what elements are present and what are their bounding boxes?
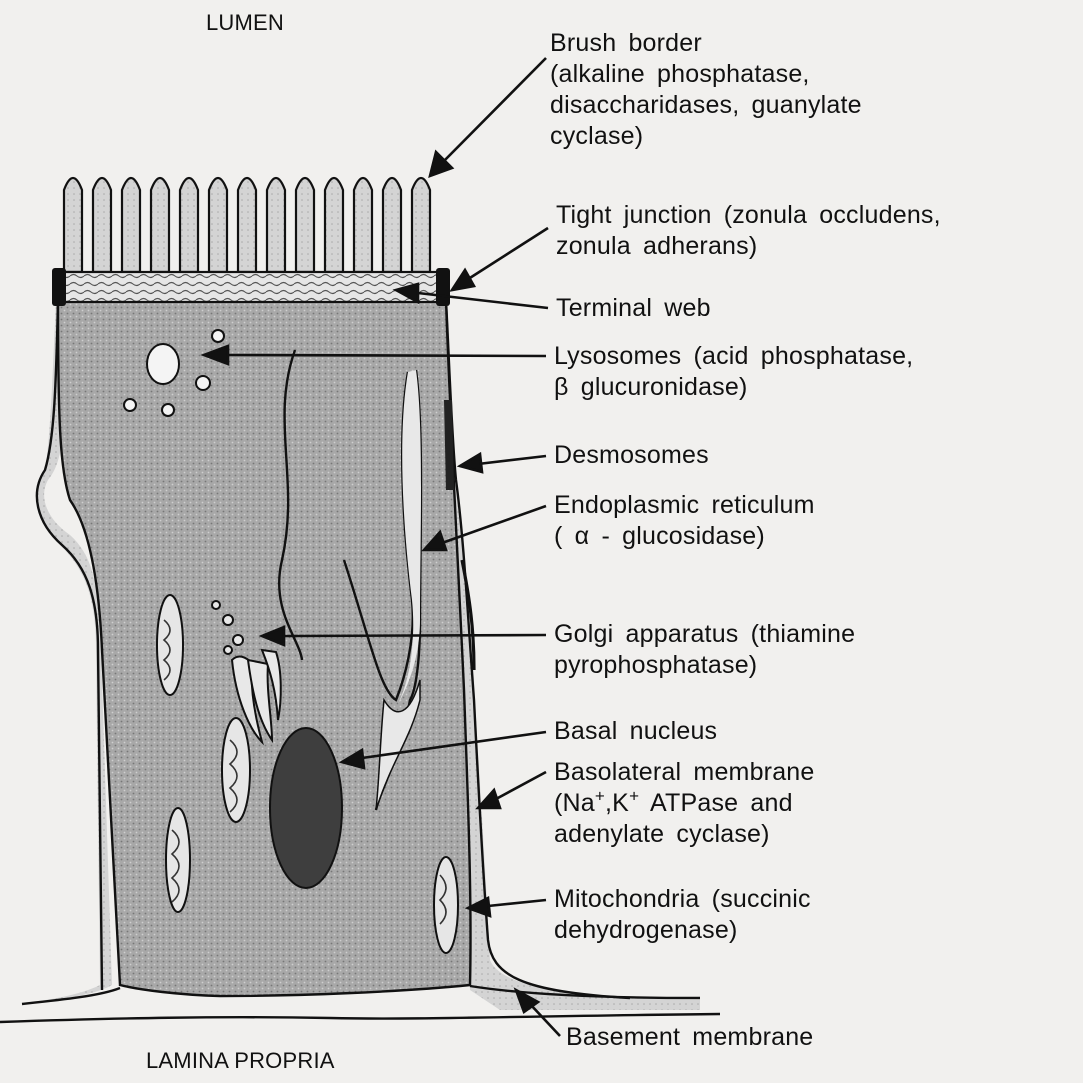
label-line: disaccharidases, guanylate (550, 90, 862, 121)
microvilli (64, 178, 430, 272)
tight-junction-right (436, 268, 450, 306)
superscript-plus: + (595, 787, 605, 806)
label-line: dehydrogenase) (554, 915, 811, 946)
label-line: Desmosomes (554, 440, 709, 471)
region-lumen: LUMEN (206, 10, 284, 36)
label-line: Lysosomes (acid phosphatase, (554, 341, 913, 372)
basal-nucleus (270, 728, 342, 888)
label-line: cyclase) (550, 121, 862, 152)
label-line: pyrophosphatase) (554, 650, 855, 681)
label-line: Basement membrane (566, 1022, 813, 1053)
label-part: ,K (605, 789, 629, 817)
label-golgi-apparatus: Golgi apparatus (thiamine pyrophosphatas… (554, 619, 855, 681)
label-basement-membrane: Basement membrane (566, 1022, 813, 1053)
label-line: Brush border (550, 28, 862, 59)
label-line: Tight junction (zonula occludens, (556, 200, 941, 231)
label-line: (Na+,K+ ATPase and (554, 788, 815, 819)
label-line: β glucuronidase) (554, 372, 913, 403)
superscript-plus: + (629, 787, 639, 806)
label-line: Basal nucleus (554, 716, 717, 747)
label-desmosomes: Desmosomes (554, 440, 709, 471)
label-line: Golgi apparatus (thiamine (554, 619, 855, 650)
label-line: ( α - glucosidase) (554, 521, 815, 552)
label-line: zonula adherans) (556, 231, 941, 262)
region-lamina-propria: LAMINA PROPRIA (146, 1048, 335, 1074)
label-brush-border: Brush border (alkaline phosphatase, disa… (550, 28, 862, 152)
label-mitochondria: Mitochondria (succinic dehydrogenase) (554, 884, 811, 946)
label-basolateral-membrane: Basolateral membrane (Na+,K+ ATPase and … (554, 757, 815, 850)
label-line: Endoplasmic reticulum (554, 490, 815, 521)
label-basal-nucleus: Basal nucleus (554, 716, 717, 747)
label-part: ATPase and (639, 789, 793, 817)
label-tight-junction: Tight junction (zonula occludens, zonula… (556, 200, 941, 262)
label-line: Terminal web (556, 293, 711, 324)
terminal-web (56, 272, 448, 302)
label-line: Mitochondria (succinic (554, 884, 811, 915)
label-lysosomes: Lysosomes (acid phosphatase, β glucuroni… (554, 341, 913, 403)
basement-membrane-line (0, 1014, 720, 1022)
label-line: Basolateral membrane (554, 757, 815, 788)
label-line: adenylate cyclase) (554, 819, 815, 850)
tight-junction-left (52, 268, 66, 306)
label-endoplasmic-reticulum: Endoplasmic reticulum ( α - glucosidase) (554, 490, 815, 552)
label-terminal-web: Terminal web (556, 293, 711, 324)
label-part: (Na (554, 789, 595, 817)
label-line: (alkaline phosphatase, (550, 59, 862, 90)
